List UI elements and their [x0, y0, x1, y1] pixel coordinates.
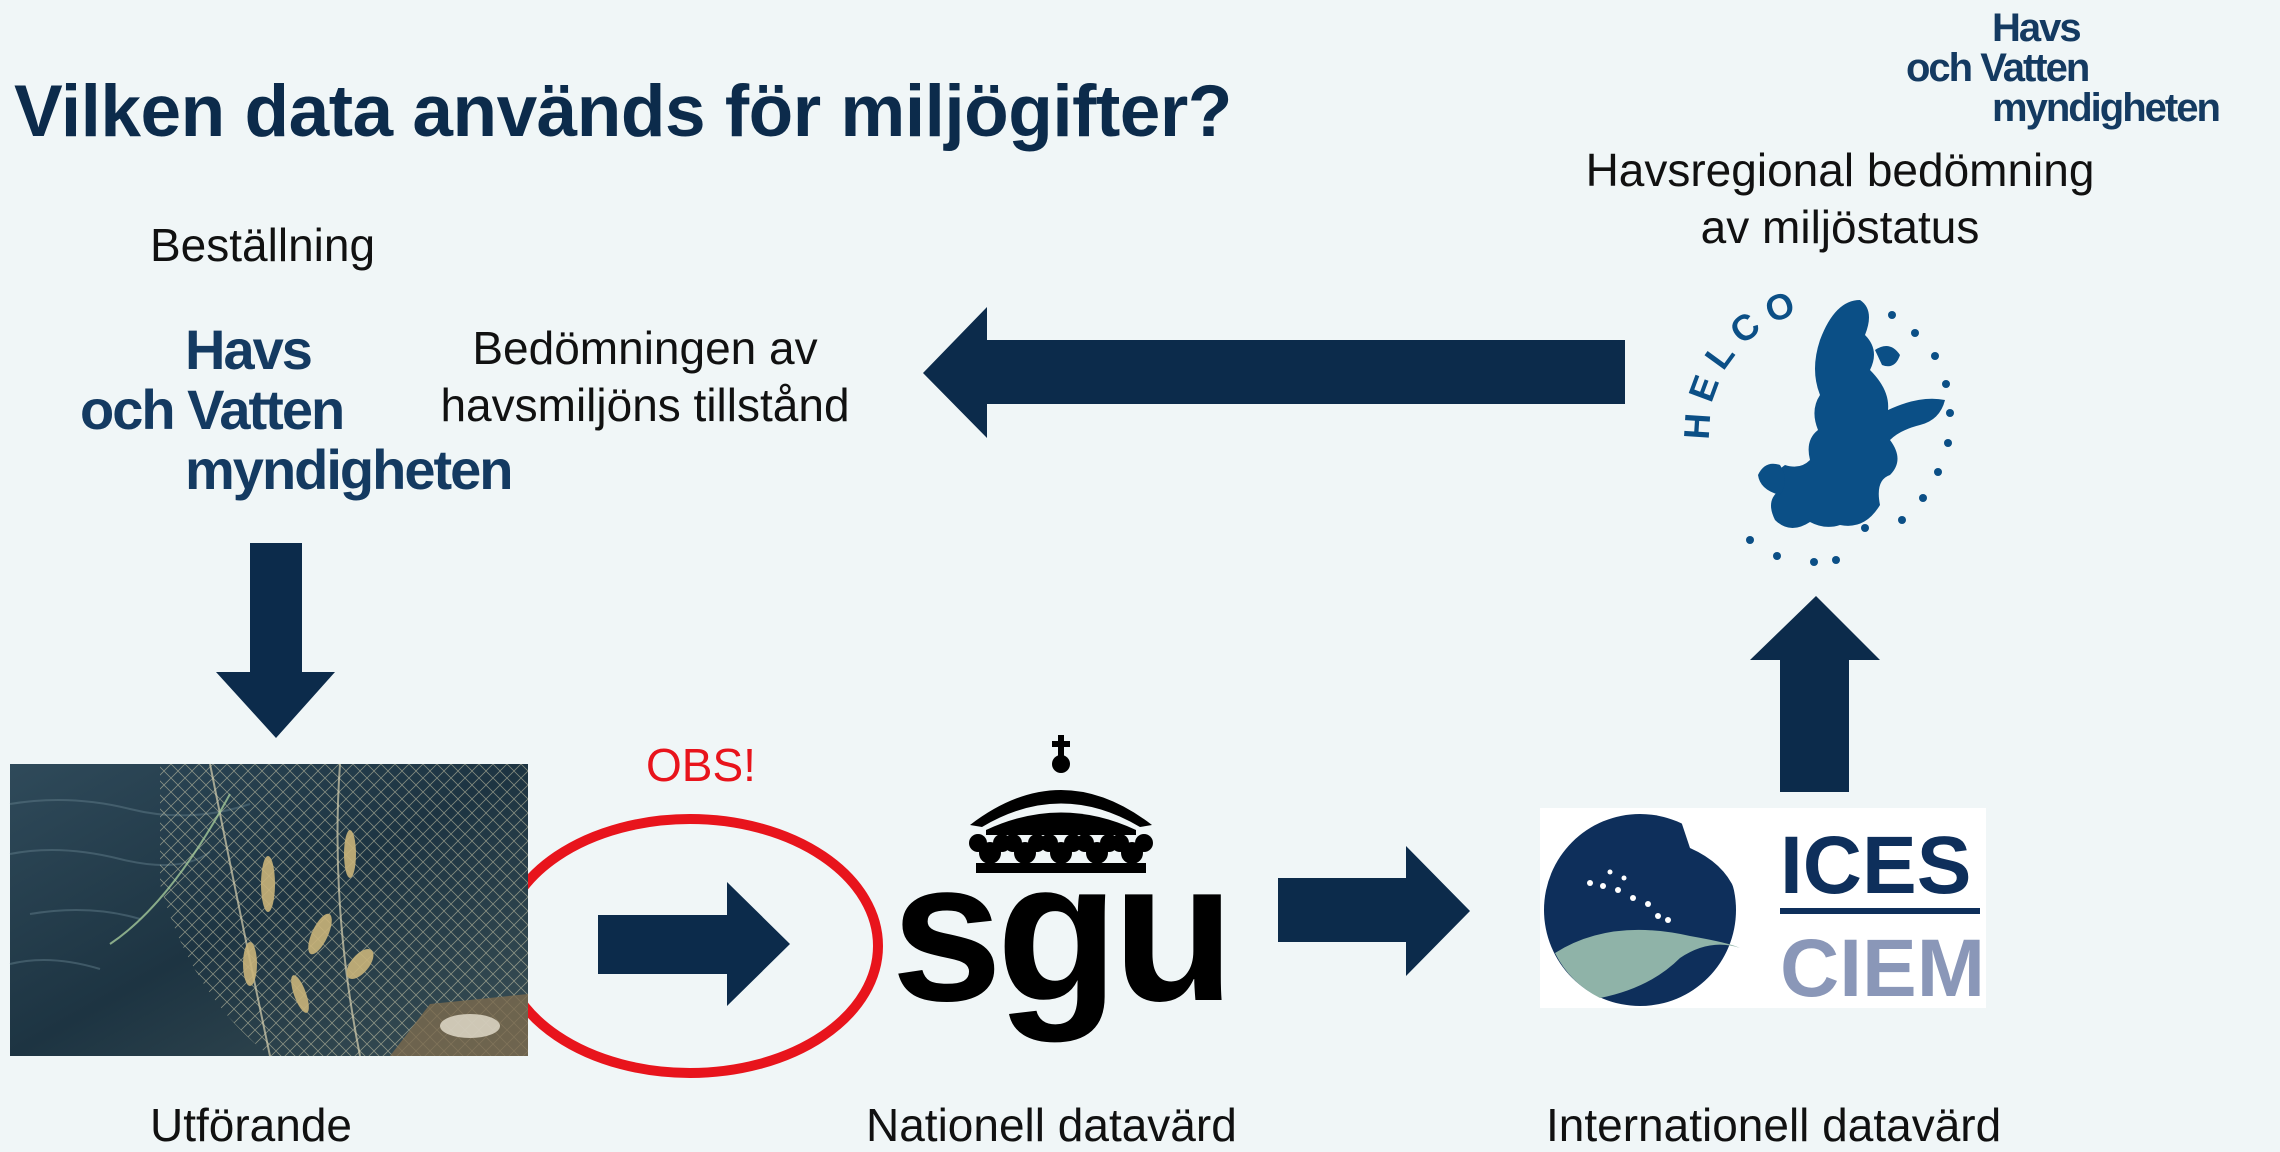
- helcom-logo: HELCOM: [1630, 227, 1954, 566]
- order-label: Beställning: [150, 219, 376, 271]
- baltic-sea-map-icon: [1758, 300, 1945, 529]
- page-title: Vilken data används för miljögifter?: [14, 71, 1232, 152]
- international-host-label: Internationell datavärd: [1546, 1099, 2002, 1151]
- assessment-label: Bedömningen av havsmiljöns tillstånd: [440, 322, 850, 431]
- helcom-wordmark: HELCOM: [1630, 227, 1809, 441]
- sgu-logo: sgu: [891, 735, 1235, 1043]
- regional-assessment-label: Havsregional bedömning av miljöstatus: [1585, 144, 2095, 253]
- ices-wordmark: ICES: [1780, 820, 1971, 911]
- havochvatten-logo-left: Havs och Vatten myndigheten: [80, 318, 513, 501]
- national-host-label: Nationell datavärd: [866, 1099, 1237, 1151]
- fishing-net-photo: [9, 763, 528, 1057]
- swedish-crown-icon: [969, 735, 1153, 873]
- execution-label: Utförande: [150, 1099, 353, 1151]
- havochvatten-logo-top: Havs och Vatten myndigheten: [1906, 6, 2221, 130]
- sgu-wordmark: sgu: [891, 820, 1229, 1043]
- ices-logo: ICES CIEM: [1540, 808, 1986, 1014]
- ciem-wordmark: CIEM: [1780, 923, 1985, 1014]
- obs-label: OBS!: [646, 739, 756, 791]
